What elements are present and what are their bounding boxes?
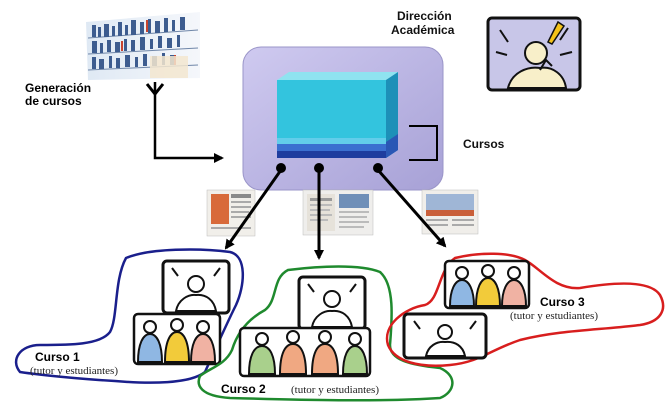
curso-1-outline [14, 248, 245, 384]
curso-3-outline [385, 252, 665, 367]
tutor-icon-curso-1 [161, 259, 231, 315]
document-thumbnail-3 [421, 189, 479, 235]
generation-label-line1: Generación [25, 81, 91, 95]
tutor-icon-curso-2 [297, 275, 367, 331]
tutor-icon-curso-3 [402, 312, 488, 360]
curso-3-title: Curso 3 [540, 295, 585, 309]
bookshelf-photo [86, 12, 200, 80]
direccion-label-line2: Académica [391, 23, 455, 37]
direccion-label-line1: Dirección [397, 9, 452, 23]
curso-2-title: Curso 2 [221, 382, 266, 396]
generation-label-line2: de cursos [25, 94, 82, 108]
cursos-label: Cursos [463, 137, 505, 151]
director-icon [486, 16, 582, 92]
curso-2-outline [197, 265, 454, 402]
document-thumbnail-1 [206, 189, 256, 237]
course-output-1 [276, 163, 286, 173]
course-repository [242, 46, 444, 191]
cursos-bracket [409, 125, 438, 161]
arrow-to-curso-1 [224, 169, 283, 250]
arrow-to-curso-3 [376, 169, 447, 248]
students-group-icon-curso-3 [443, 259, 531, 310]
students-group-icon-curso-2 [238, 326, 372, 378]
generation-arrow [145, 82, 224, 163]
document-thumbnail-2 [302, 189, 374, 236]
course-output-2 [314, 163, 324, 173]
curso-1-title: Curso 1 [35, 350, 80, 364]
course-output-3 [373, 163, 383, 173]
students-group-icon-curso-1 [132, 312, 222, 366]
curso-3-subtitle: (tutor y estudiantes) [510, 310, 598, 322]
curso-2-subtitle: (tutor y estudiantes) [291, 384, 379, 396]
curso-1-subtitle: (tutor y estudiantes) [30, 365, 118, 377]
